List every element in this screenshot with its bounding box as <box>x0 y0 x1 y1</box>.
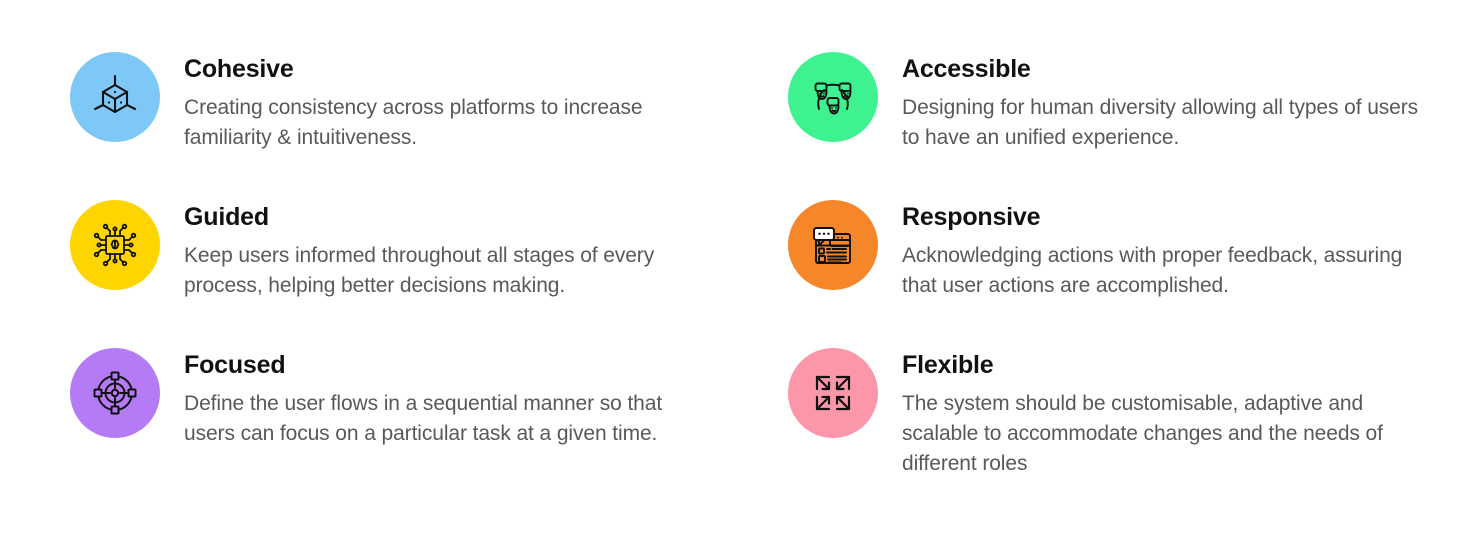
principle-description: Keep users informed throughout all stage… <box>184 243 655 297</box>
card-text-responsive: Responsive Acknowledging actions with pr… <box>902 200 1422 301</box>
principle-card-responsive: Responsive Acknowledging actions with pr… <box>788 200 1480 348</box>
icon-badge-cohesive <box>70 52 160 142</box>
icon-badge-responsive <box>788 200 878 290</box>
people-diversity-icon <box>808 72 858 122</box>
card-text-accessible: Accessible Designing for human diversity… <box>902 52 1422 153</box>
card-text-focused: Focused Define the user flows in a seque… <box>184 348 704 449</box>
card-text-guided: Guided Keep users informed throughout al… <box>184 200 704 301</box>
principle-description: Define the user flows in a sequential ma… <box>184 391 663 445</box>
principle-title: Guided <box>184 203 269 231</box>
principle-card-focused: Focused Define the user flows in a seque… <box>70 348 788 556</box>
principle-card-accessible: Accessible Designing for human diversity… <box>788 52 1480 200</box>
principle-title: Focused <box>184 351 286 379</box>
icon-badge-accessible <box>788 52 878 142</box>
principle-description: Designing for human diversity allowing a… <box>902 95 1419 149</box>
principle-title: Responsive <box>902 203 1041 231</box>
principle-card-cohesive: Cohesive Creating consistency across pla… <box>70 52 788 200</box>
target-crosshair-icon <box>90 368 140 418</box>
icon-badge-flexible <box>788 348 878 438</box>
icon-badge-focused <box>70 348 160 438</box>
window-feedback-icon <box>808 220 858 270</box>
chip-brain-icon <box>90 220 140 270</box>
card-text-flexible: Flexible The system should be customisab… <box>902 348 1422 480</box>
principle-card-guided: Guided Keep users informed throughout al… <box>70 200 788 348</box>
principle-card-flexible: Flexible The system should be customisab… <box>788 348 1480 556</box>
expand-arrows-icon <box>808 368 858 418</box>
principle-description: Creating consistency across platforms to… <box>184 95 643 149</box>
principle-description: The system should be customisable, adapt… <box>902 391 1383 476</box>
card-text-cohesive: Cohesive Creating consistency across pla… <box>184 52 704 153</box>
cube-3d-icon <box>90 72 140 122</box>
principle-title: Accessible <box>902 55 1031 83</box>
principle-title: Cohesive <box>184 55 294 83</box>
icon-badge-guided <box>70 200 160 290</box>
principle-title: Flexible <box>902 351 994 379</box>
principle-description: Acknowledging actions with proper feedba… <box>902 243 1403 297</box>
